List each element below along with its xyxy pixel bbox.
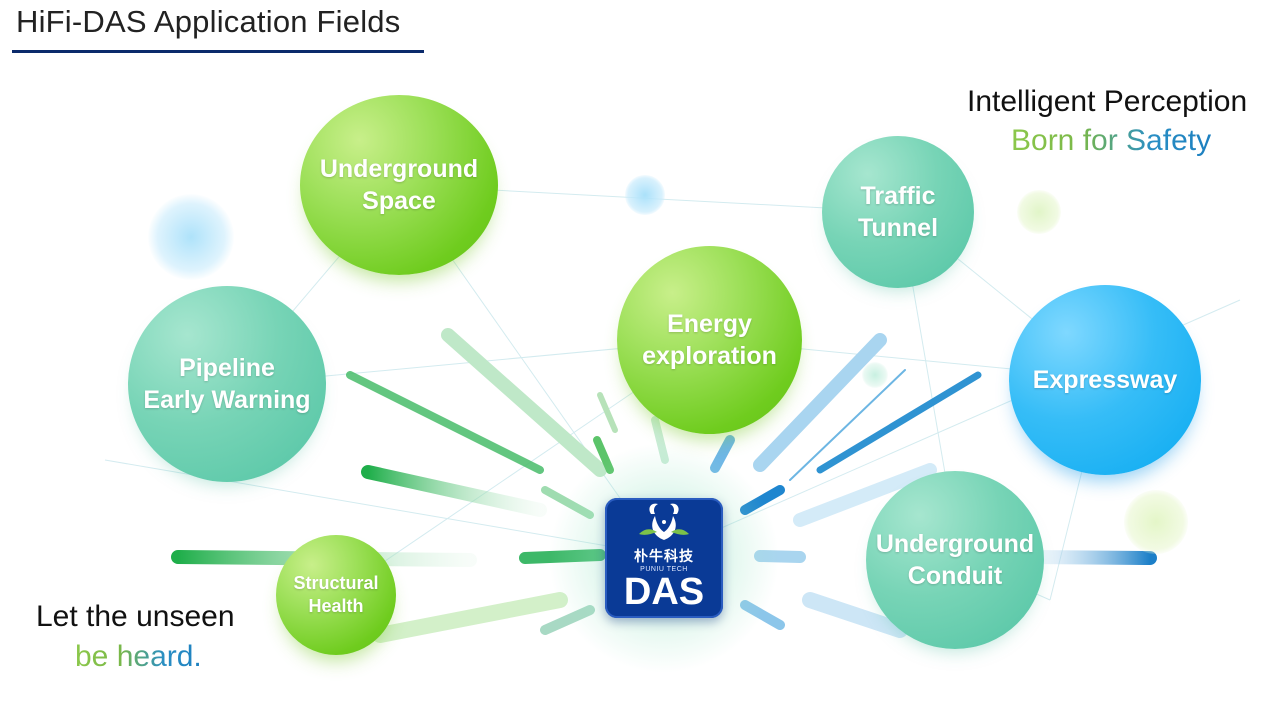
title-underline	[12, 50, 424, 53]
field-label-line: Structural	[293, 572, 379, 593]
field-label-line: Tunnel	[857, 214, 939, 242]
decorative-dot	[1017, 190, 1061, 234]
puniu-bull-icon	[639, 503, 689, 540]
field-expressway: Expressway	[1009, 285, 1201, 475]
decorative-dot	[862, 362, 888, 388]
logo-english-name: PUNIU TECH	[640, 566, 688, 573]
field-label-line: Space	[362, 187, 436, 215]
decorative-dot	[625, 175, 665, 215]
slogan-top-line1: Intelligent Perception	[967, 85, 1248, 118]
field-label-line: exploration	[642, 342, 777, 370]
field-label-line: Health	[308, 596, 364, 616]
logo-product-name: DAS	[623, 571, 705, 613]
decorative-dot	[148, 194, 234, 280]
field-energy-exploration: Energy exploration	[617, 246, 802, 434]
slogan-bottom-line1: Let the unseen	[36, 600, 235, 633]
field-label-line: Energy	[667, 309, 752, 338]
field-label-line: Pipeline	[179, 353, 275, 382]
das-logo: 朴牛科技 PUNIU TECH DAS	[605, 498, 723, 618]
slogan-bottom-line2: be heard.	[75, 640, 202, 673]
decorative-dot	[1124, 490, 1188, 554]
field-label-line: Expressway	[1032, 365, 1178, 394]
field-label-line: Early Warning	[143, 386, 311, 414]
logo-chinese-name: 朴牛科技	[634, 548, 694, 564]
field-label-line: Underground	[875, 529, 1035, 558]
page-title: HiFi-DAS Application Fields	[16, 4, 401, 39]
field-label-line: Conduit	[907, 562, 1003, 590]
field-pipeline-early-warning: Pipeline Early Warning	[128, 286, 326, 482]
field-underground-space: Underground Space	[300, 95, 498, 275]
field-underground-conduit: Underground Conduit	[866, 471, 1044, 649]
slogan-top-line2: Born for Safety	[1011, 124, 1212, 157]
field-label-line: Underground	[319, 154, 479, 183]
field-traffic-tunnel: Traffic Tunnel	[822, 136, 974, 288]
field-structural-health: Structural Health	[276, 535, 396, 655]
field-label-line: Traffic	[860, 181, 936, 210]
